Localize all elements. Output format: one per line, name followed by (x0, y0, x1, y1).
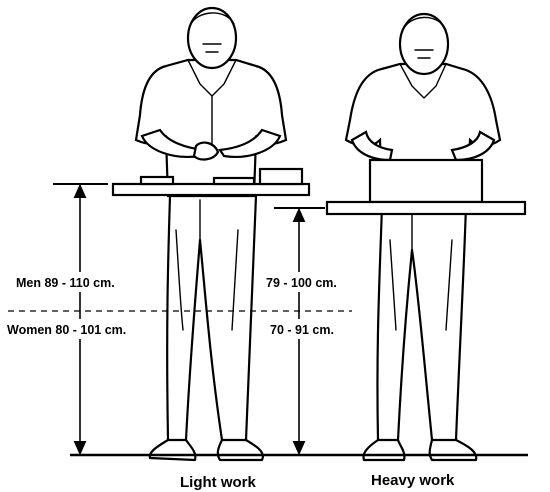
light-work-caption: Light work (180, 474, 256, 491)
light-work-dimension (53, 183, 108, 456)
heavy-men-height-label: 79 - 100 cm. (266, 276, 337, 290)
men-height-label: Men 89 - 110 cm. (16, 276, 115, 290)
heavy-work-caption: Heavy work (371, 472, 455, 489)
women-height-label: Women 80 - 101 cm. (7, 323, 126, 337)
light-work-figure (111, 6, 311, 462)
heavy-work-figure (325, 12, 527, 462)
heavy-women-height-label: 70 - 91 cm. (270, 323, 334, 337)
